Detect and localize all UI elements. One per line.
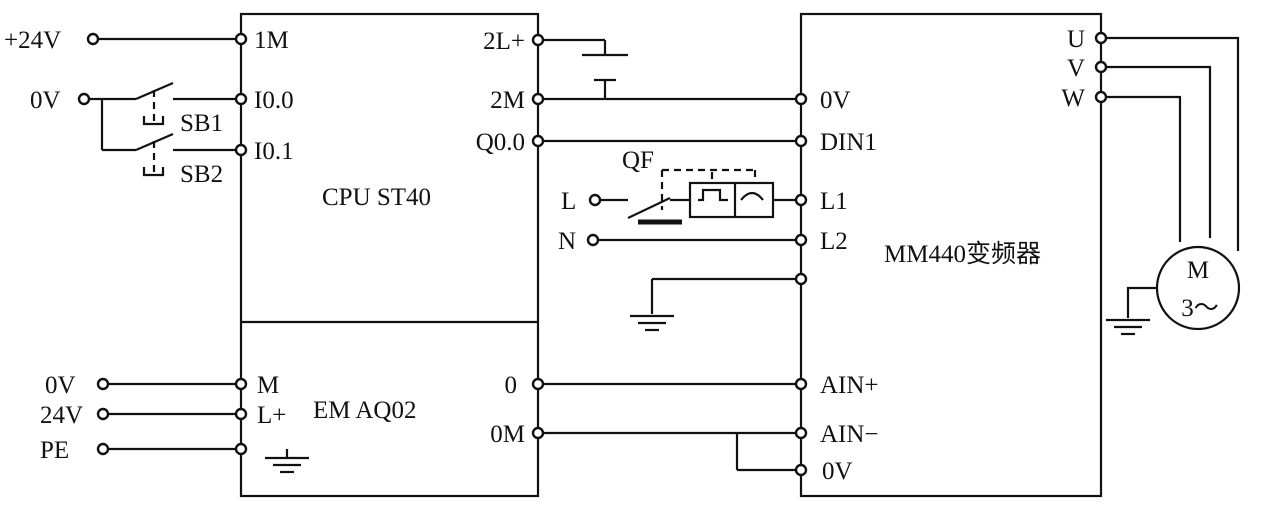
qf-label: QF — [622, 147, 654, 174]
terminal-circle-icon — [96, 407, 110, 421]
terminal-circle-icon — [1094, 31, 1108, 45]
terminal-i01-label: I0.1 — [254, 138, 294, 165]
zero-v-top-label: 0V — [30, 87, 61, 114]
inv-ain-minus-label: AIN− — [820, 421, 879, 448]
inv-v-label: V — [1067, 55, 1085, 82]
ground-icon — [630, 314, 674, 332]
terminal-circle-icon — [531, 426, 545, 440]
sb2-label: SB2 — [180, 161, 223, 188]
terminal-circle-icon — [794, 193, 808, 207]
terminal-circle-icon — [234, 377, 248, 391]
pushbutton-icon — [135, 81, 174, 126]
inv-din1-label: DIN1 — [820, 129, 877, 156]
terminal-2m-label: 2M — [490, 87, 525, 114]
inv-u-label: U — [1067, 26, 1085, 53]
inv-0v-low-label: 0V — [822, 458, 853, 485]
cpu-module-box — [239, 12, 540, 498]
sb1-label: SB1 — [180, 110, 223, 137]
terminal-circle-icon — [531, 92, 545, 106]
terminal-circle-icon — [234, 92, 248, 106]
terminal-circle-icon — [96, 442, 110, 456]
terminal-circle-icon — [588, 193, 602, 207]
breaker-icon — [627, 168, 775, 225]
wires — [89, 36, 1240, 472]
terminal-m-label: M — [257, 372, 279, 399]
ground-icon — [1106, 318, 1150, 336]
inv-l2-label: L2 — [820, 228, 848, 255]
terminal-circle-icon — [234, 407, 248, 421]
terminal-circle-icon — [96, 377, 110, 391]
terminal-circle-icon — [794, 233, 808, 247]
terminal-lplus-label: L+ — [257, 402, 286, 429]
em-24v-label: 24V — [40, 402, 83, 429]
terminal-circle-icon — [86, 32, 100, 46]
terminal-circle-icon — [794, 377, 808, 391]
terminal-circle-icon — [794, 272, 808, 286]
em-zero-v-label: 0V — [45, 372, 76, 399]
em-name-label: EM AQ02 — [313, 397, 416, 424]
terminal-circle-icon — [531, 134, 545, 148]
motor-label-m: M — [1187, 257, 1209, 284]
terminal-circle-icon — [586, 233, 600, 247]
terminal-circle-icon — [1094, 60, 1108, 74]
terminal-circle-icon — [794, 134, 808, 148]
terminal-circle-icon — [531, 377, 545, 391]
terminal-out0m-label: 0M — [490, 421, 525, 448]
terminal-2lplus-label: 2L+ — [483, 28, 525, 55]
terminal-1m-label: 1M — [254, 27, 289, 54]
inv-0v-label: 0V — [820, 87, 851, 114]
inverter-box — [799, 12, 1103, 498]
plus24v-label: +24V — [4, 27, 61, 54]
terminal-q00-label: Q0.0 — [476, 129, 525, 156]
terminal-i00-label: I0.0 — [254, 87, 294, 114]
terminal-circle-icon — [1094, 90, 1108, 104]
terminal-out0-label: 0 — [505, 372, 518, 399]
terminal-circle-icon — [234, 143, 248, 157]
ground-icon — [265, 456, 309, 474]
terminal-circle-icon — [77, 92, 91, 106]
terminal-circle-icon — [234, 32, 248, 46]
cpu-name-label: CPU ST40 — [322, 184, 431, 211]
terminal-circle-icon — [531, 33, 545, 47]
terminal-circle-icon — [794, 463, 808, 477]
line-l-label: L — [561, 188, 576, 215]
terminals — [77, 31, 1108, 477]
terminal-circle-icon — [794, 92, 808, 106]
inv-l1-label: L1 — [820, 188, 848, 215]
pe-label: PE — [40, 437, 69, 464]
neutral-n-label: N — [558, 228, 576, 255]
terminal-circle-icon — [234, 442, 248, 456]
inverter-name-label: MM440变频器 — [884, 240, 1041, 268]
inv-ain-plus-label: AIN+ — [820, 372, 879, 399]
motor-label-phase: 3～ — [1181, 295, 1219, 322]
terminal-circle-icon — [794, 426, 808, 440]
battery-icon — [582, 53, 628, 82]
pushbutton-icon — [135, 132, 174, 177]
inv-w-label: W — [1061, 85, 1085, 112]
motor-icon — [1155, 245, 1241, 331]
